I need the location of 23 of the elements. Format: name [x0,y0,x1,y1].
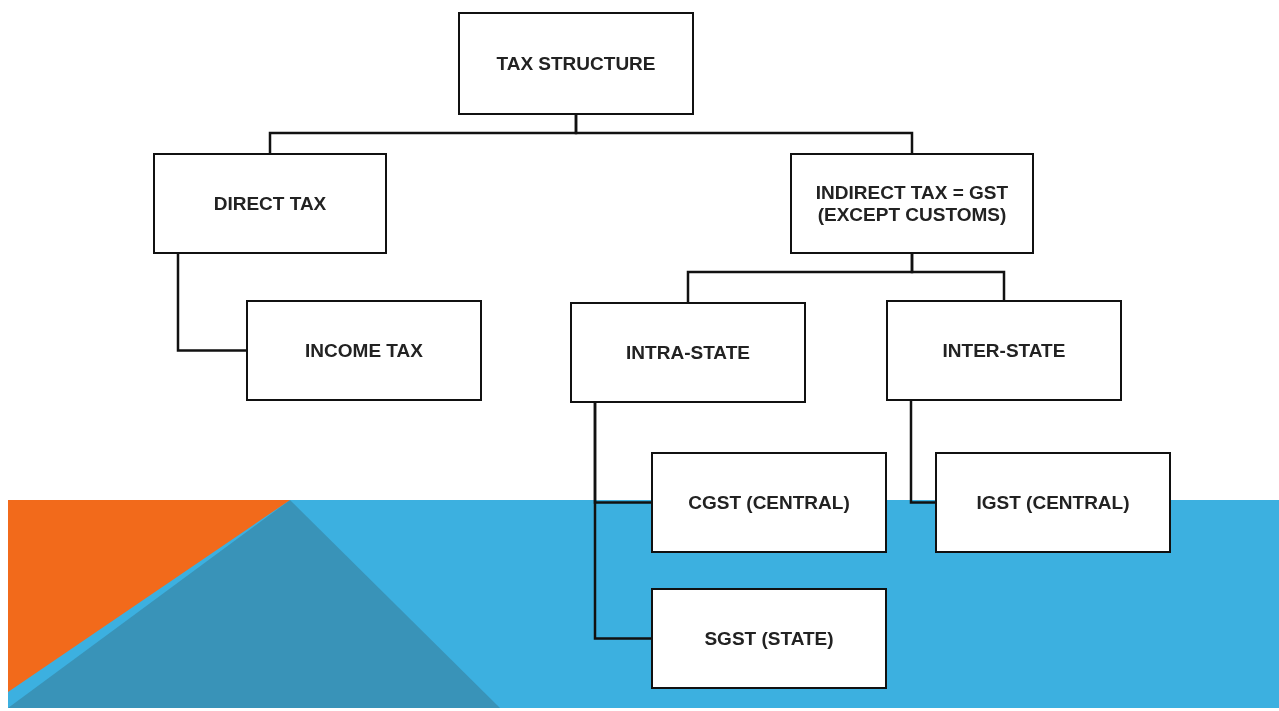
connector-line [593,403,651,640]
tax-box [790,153,1034,254]
box-label: INDIRECT TAX = GST (EXCEPT CUSTOMS) [814,181,1010,226]
connector-line [910,254,1006,300]
connector-line [909,401,935,504]
box-label: INTER-STATE [942,339,1066,362]
tax-box [570,302,806,403]
box-label: INTRA-STATE [626,341,750,364]
box-label: CGST (CENTRAL) [688,491,850,514]
connector-line [176,254,246,352]
tax-box [651,588,887,689]
box-label: INCOME TAX [305,339,423,362]
box-label: IGST (CENTRAL) [976,491,1130,514]
box-label: TAX STRUCTURE [496,52,656,75]
tax-box [153,153,387,254]
connector-line [574,115,914,153]
box-label: SGST (STATE) [704,627,834,650]
tax-box [246,300,482,401]
tax-box [651,452,887,553]
tax-box [458,12,694,115]
tax-box [935,452,1171,553]
tax-box [886,300,1122,401]
box-label: DIRECT TAX [213,192,327,215]
